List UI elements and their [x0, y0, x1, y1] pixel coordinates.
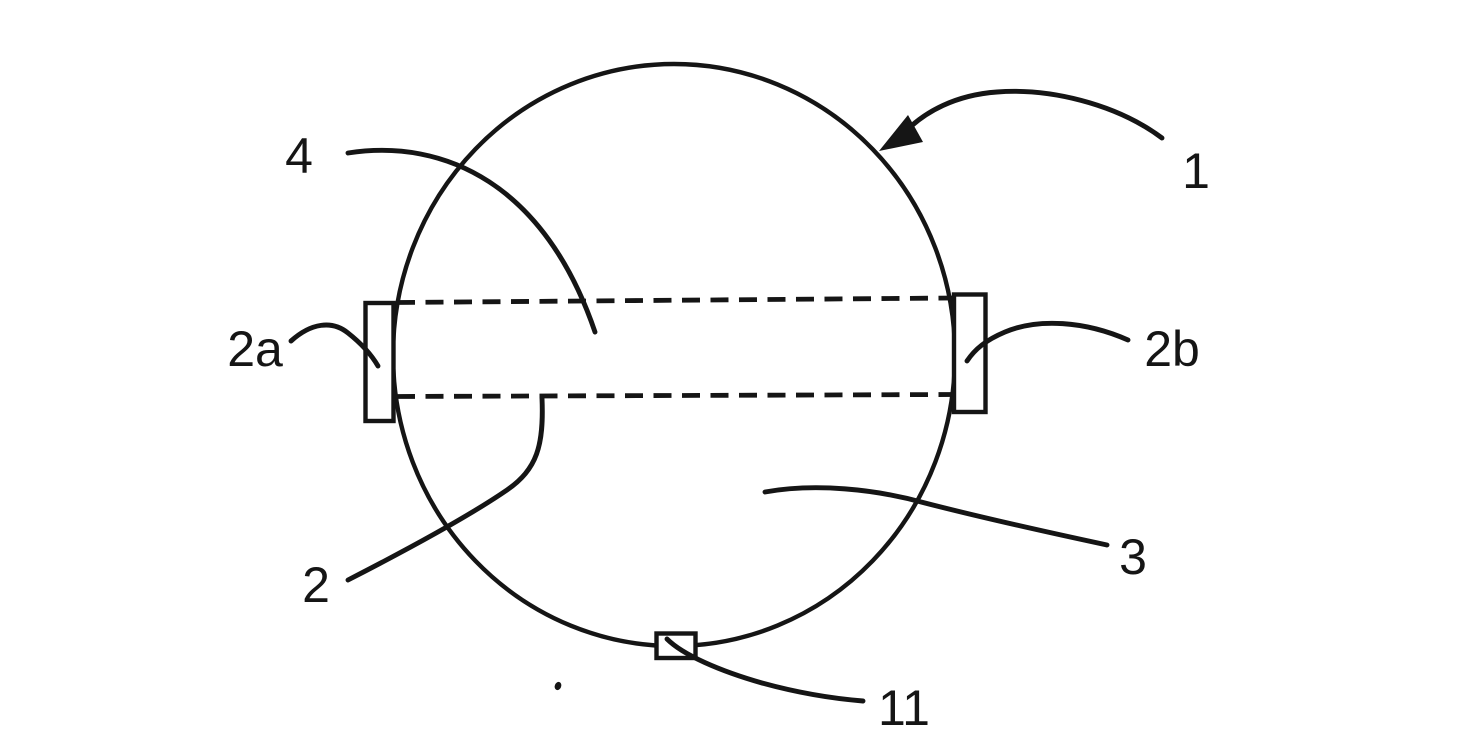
- label-ref-2: 2: [302, 557, 330, 613]
- leader-line-1: [903, 88, 1165, 141]
- leader-line-2b: [964, 320, 1131, 364]
- leader-line-2: [345, 395, 545, 583]
- label-ref-11: 11: [878, 680, 930, 736]
- leader-lines-group: [288, 88, 1165, 704]
- labels-group: 4 1 2a 2b 2 3 11: [227, 128, 1210, 736]
- arrowhead-icon: [879, 115, 923, 151]
- band-lower-dashed-line: [396, 392, 955, 399]
- left-tab-rect-2a: [363, 300, 396, 424]
- leader-line-11: [664, 636, 866, 704]
- ink-speck: [554, 681, 562, 691]
- label-ref-3: 3: [1119, 529, 1147, 585]
- leader-line-4: [345, 147, 598, 335]
- linework-group: [288, 61, 1165, 704]
- leader-line-3: [762, 485, 1110, 548]
- label-ref-1: 1: [1182, 143, 1210, 199]
- label-ref-4: 4: [285, 128, 313, 184]
- band-upper-dashed-line: [396, 295, 955, 305]
- label-ref-2a: 2a: [227, 321, 283, 377]
- label-ref-2b: 2b: [1144, 321, 1200, 377]
- right-tab-rect-2b: [951, 292, 988, 415]
- leader-line-2a: [288, 322, 381, 369]
- filled-marks-group: [554, 115, 923, 691]
